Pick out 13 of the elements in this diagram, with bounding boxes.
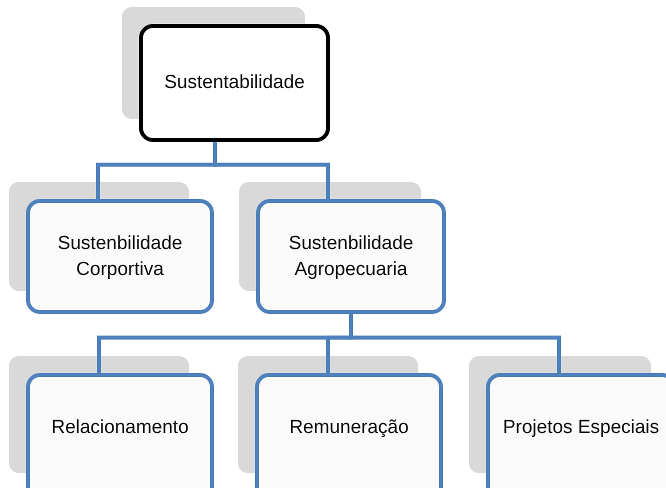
box-label: Sustentabilidade xyxy=(163,71,306,96)
org-box xyxy=(26,199,214,314)
box-label: Projetos Especiais xyxy=(502,416,660,440)
org-box xyxy=(486,373,666,488)
box-label: Relacionamento xyxy=(50,416,190,440)
box-label: Remuneração xyxy=(288,416,410,440)
connector-line xyxy=(213,142,330,199)
org-box xyxy=(26,373,214,488)
box-label: Sustenbilidade Agropecuaria xyxy=(288,232,414,282)
org-box xyxy=(255,373,443,488)
org-box xyxy=(256,199,446,314)
org-box xyxy=(139,24,330,142)
box-label: Sustenbilidade Corportiva xyxy=(56,232,184,282)
